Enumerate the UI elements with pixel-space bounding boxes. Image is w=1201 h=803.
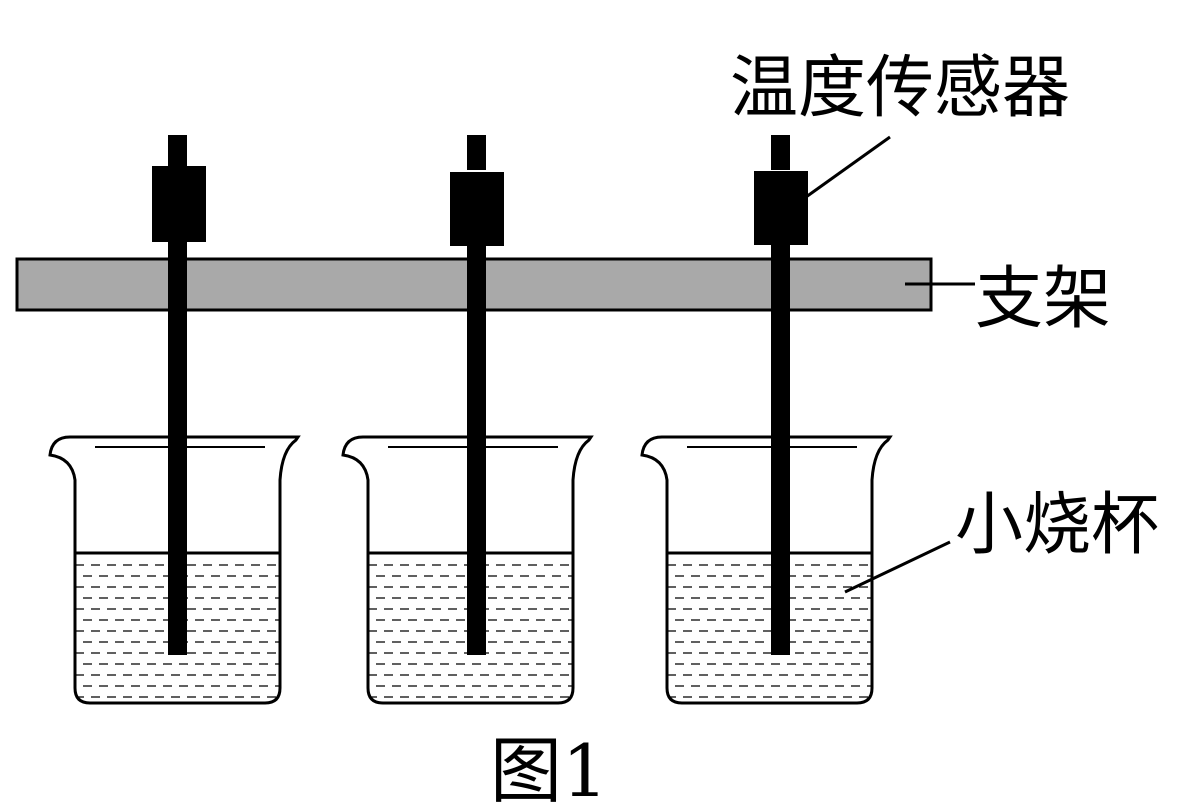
figure-caption: 图1	[490, 729, 608, 803]
sensor-3-tip	[771, 135, 790, 170]
beaker-1-liquid	[75, 564, 280, 698]
beaker-label: 小烧杯	[955, 486, 1159, 565]
sensor-2-body	[450, 172, 504, 246]
sensor-1-probe	[168, 240, 187, 655]
sensor-2-probe	[467, 244, 486, 655]
temperature-sensor-2	[450, 135, 504, 655]
temperature-sensor-1	[152, 135, 206, 655]
sensor-leader-line	[805, 135, 891, 199]
stand-label: 支架	[975, 260, 1111, 339]
sensor-1-body	[152, 166, 206, 242]
sensor-2-tip	[467, 135, 486, 170]
sensor-3-probe	[771, 243, 790, 655]
beaker-3-outline	[640, 435, 893, 705]
sensor-label: 温度传感器	[730, 49, 1070, 128]
sensor-1-tip	[168, 135, 187, 170]
beaker-leader-line	[844, 540, 951, 594]
beaker-3	[640, 435, 893, 705]
temperature-sensor-3	[754, 135, 808, 655]
sensor-3-body	[754, 171, 808, 245]
